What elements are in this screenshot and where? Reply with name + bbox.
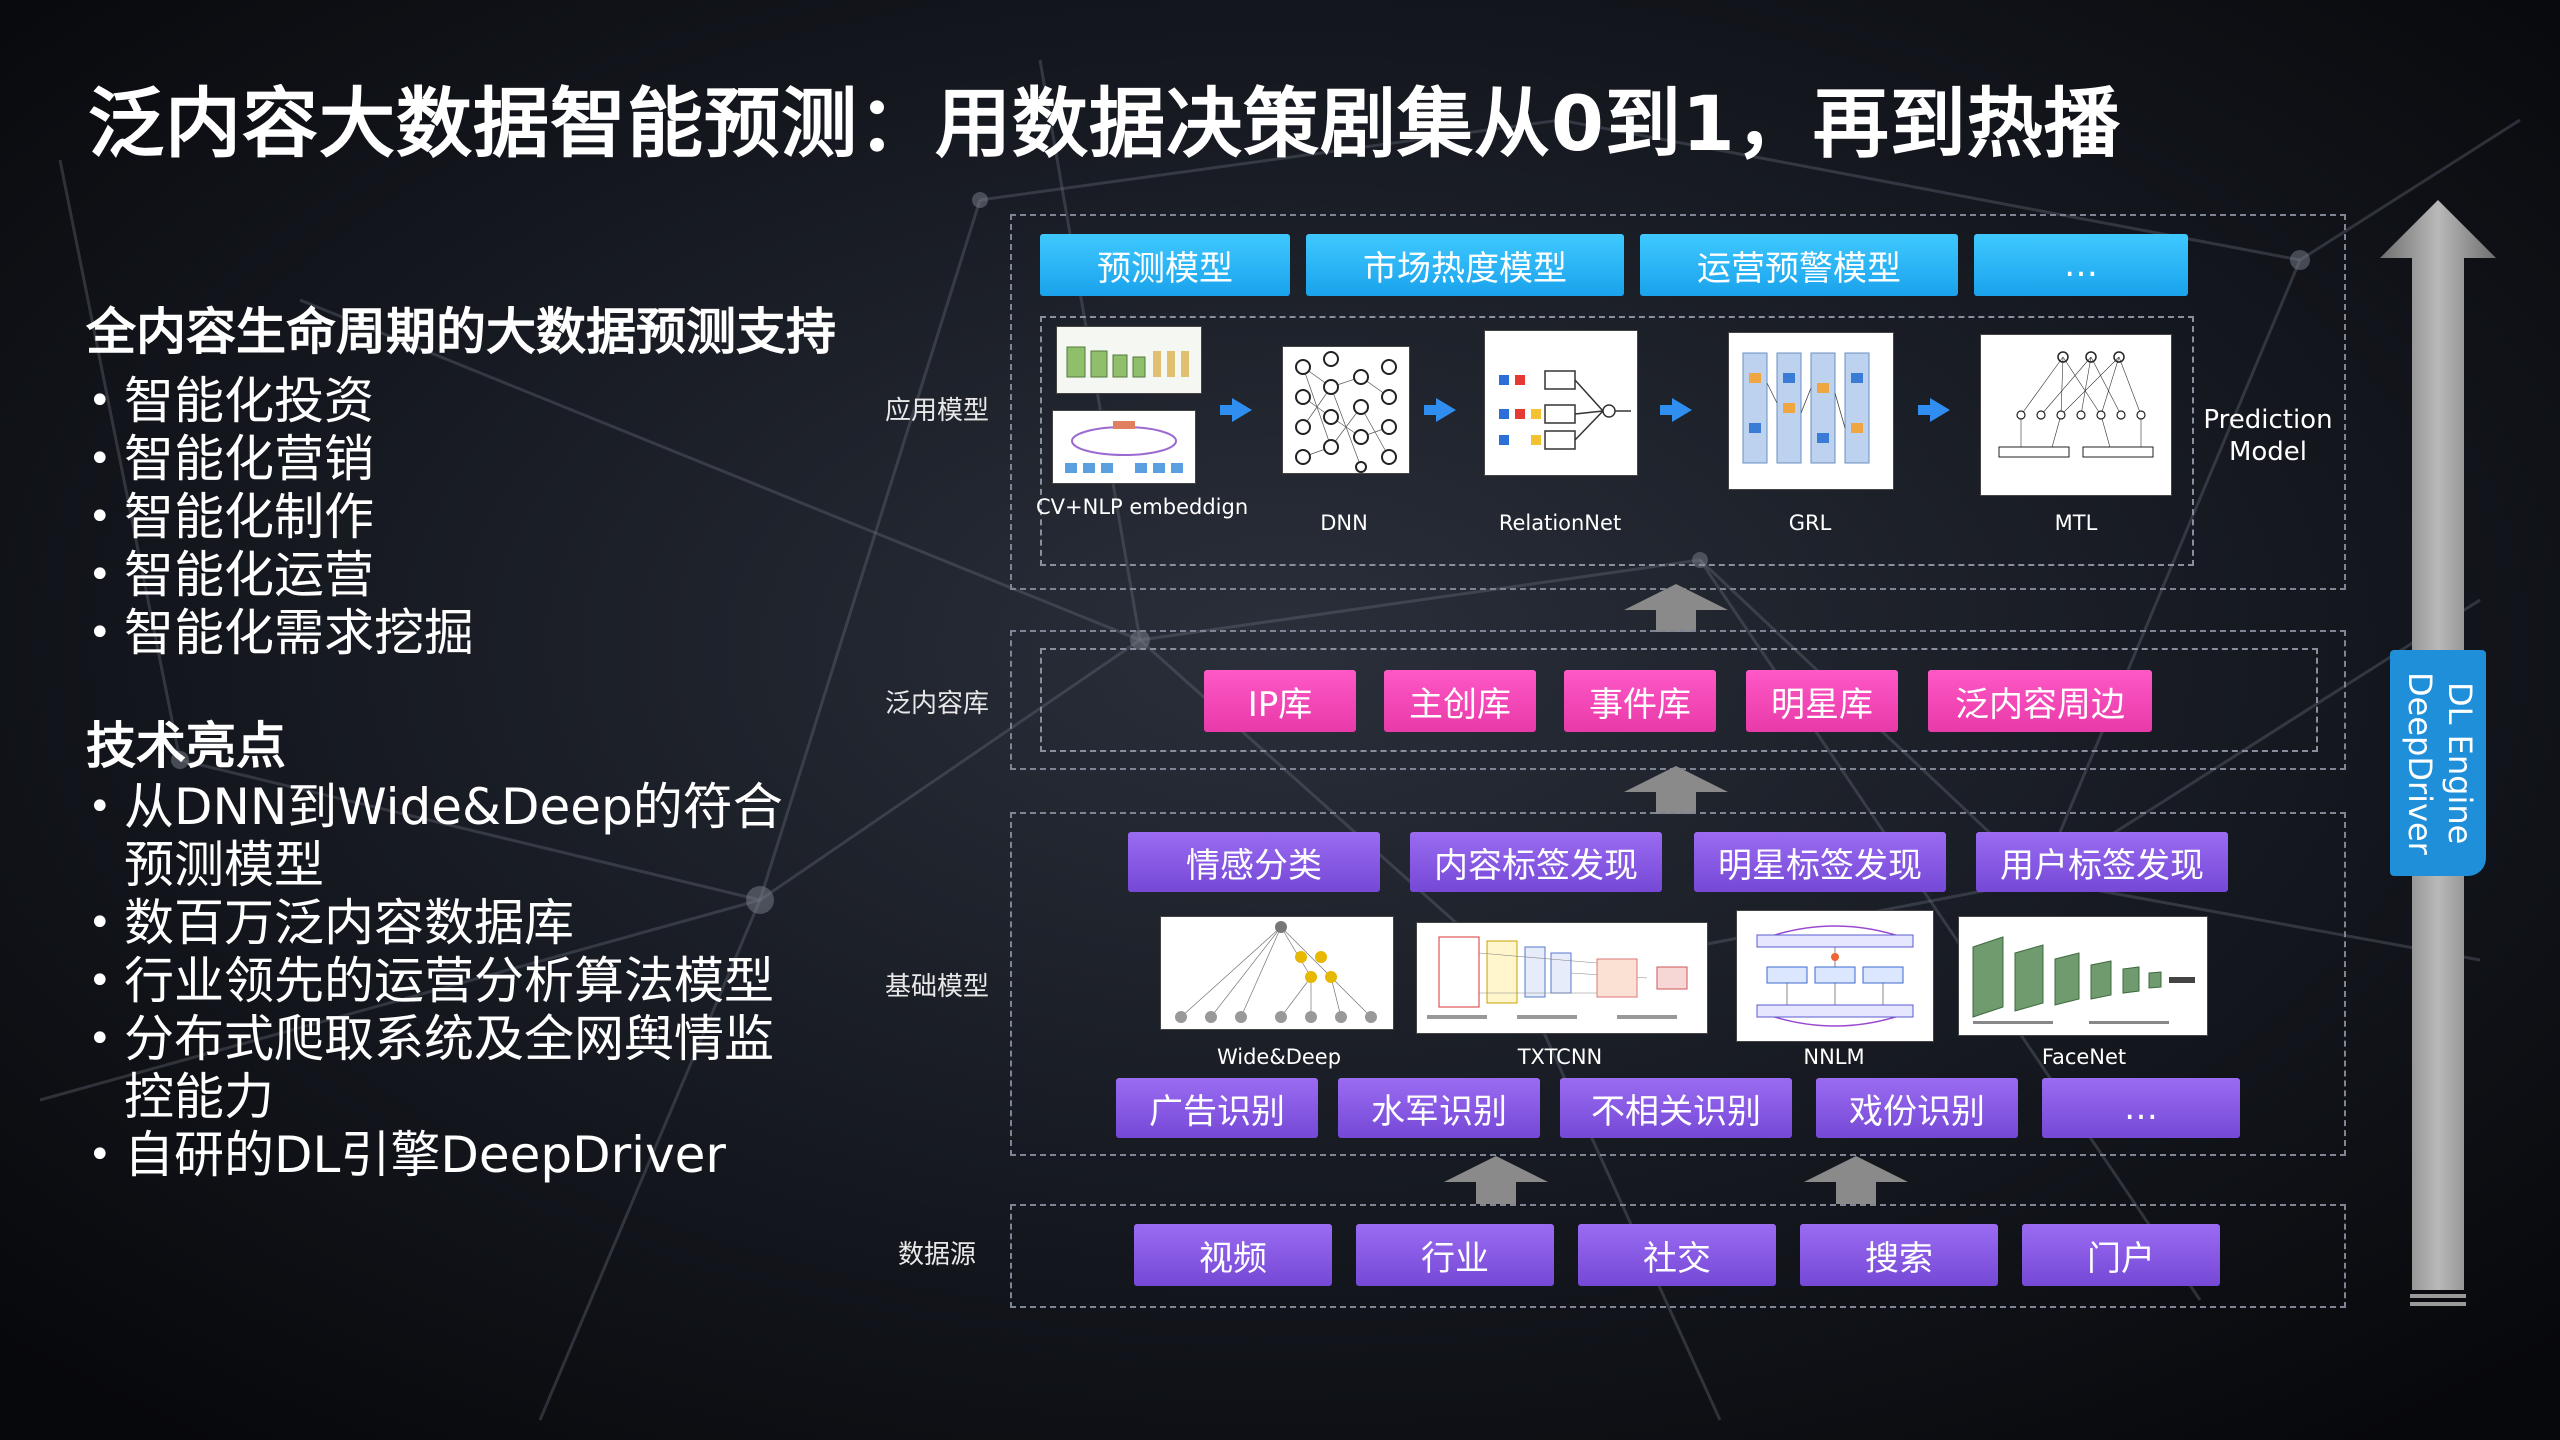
list-item: 从DNN到Wide&Deep的符合预测模型 [86,778,786,894]
list-item: 智能化投资 [86,372,474,430]
content-inner-box [1040,648,2318,752]
tag-user-tag-discovery: 用户标签发现 [1976,832,2228,892]
prediction-model-label: Prediction Model [2203,405,2333,467]
model-caption-cvnlp: CV+NLP embeddign [1036,495,1249,519]
tag-irrelevant-recognition: 不相关识别 [1560,1078,1792,1138]
dl-engine-label: DL Engine DeepDriver [2401,671,2479,855]
txtcnn-diagram-thumbnail [1416,922,1708,1034]
layer-label-source: 数据源 [898,1240,977,1270]
section2-list: 从DNN到Wide&Deep的符合预测模型 数百万泛内容数据库 行业领先的运营分… [86,778,786,1184]
tag-more: … [2042,1078,2240,1138]
tag-more: … [1974,234,2188,296]
tag-source-portal: 门户 [2022,1224,2220,1286]
up-arrow-icon [1624,584,1728,632]
nlp-diagram-thumbnail [1052,410,1196,484]
tag-sentiment-classification: 情感分类 [1128,832,1380,892]
app-models-box [1040,316,2194,566]
list-item: 数百万泛内容数据库 [86,894,786,952]
arrow-right-icon [1918,398,1950,422]
tag-content-peripheral: 泛内容周边 [1928,670,2152,732]
tag-content-tag-discovery: 内容标签发现 [1410,832,1662,892]
list-item: 智能化需求挖掘 [86,604,474,662]
arrow-right-icon [1220,398,1252,422]
list-item: 自研的DL引擎DeepDriver [86,1126,786,1184]
tag-star-library: 明星库 [1746,670,1898,732]
model-caption-nnlm: NNLM [1803,1045,1865,1069]
up-arrow-icon [1804,1156,1908,1204]
page-title: 泛内容大数据智能预测：用数据决策剧集从0到1，再到热播 [88,79,2121,168]
list-item: 智能化制作 [86,488,474,546]
list-item: 智能化运营 [86,546,474,604]
relationnet-diagram-thumbnail [1484,330,1638,476]
layer-label-base: 基础模型 [885,972,990,1002]
model-caption-relationnet: RelationNet [1498,511,1622,535]
dnn-diagram-thumbnail [1282,346,1410,474]
layer-label-content: 泛内容库 [885,689,990,719]
list-item: 智能化营销 [86,430,474,488]
tag-spam-recognition: 水军识别 [1338,1078,1540,1138]
tag-ad-recognition: 广告识别 [1116,1078,1318,1138]
tag-prediction-model: 预测模型 [1040,234,1290,296]
tag-market-heat-model: 市场热度模型 [1306,234,1624,296]
tag-star-tag-discovery: 明星标签发现 [1694,832,1946,892]
arrow-right-icon [1424,398,1456,422]
model-caption-mtl: MTL [2054,511,2098,535]
model-caption-facenet: FaceNet [2041,1045,2127,1069]
tag-event-library: 事件库 [1564,670,1716,732]
facenet-diagram-thumbnail [1958,916,2208,1036]
tag-source-search: 搜索 [1800,1224,1998,1286]
nnlm-diagram-thumbnail [1736,910,1934,1042]
base-layer-frame [1010,812,2346,1156]
tag-ip-library: IP库 [1204,670,1356,732]
tag-source-video: 视频 [1134,1224,1332,1286]
widedeep-diagram-thumbnail [1160,916,1394,1030]
model-caption-grl: GRL [1788,511,1832,535]
tag-source-social: 社交 [1578,1224,1776,1286]
tag-screen-time-recognition: 戏份识别 [1816,1078,2018,1138]
section1-heading: 全内容生命周期的大数据预测支持 [86,303,836,361]
tag-ops-alert-model: 运营预警模型 [1640,234,1958,296]
list-item: 分布式爬取系统及全网舆情监控能力 [86,1010,786,1126]
tag-creator-library: 主创库 [1384,670,1536,732]
model-caption-widedeep: Wide&Deep [1216,1045,1342,1069]
layer-label-app: 应用模型 [885,396,990,426]
cvnlp-diagram-thumbnail [1056,326,1202,394]
mtl-diagram-thumbnail [1980,334,2172,496]
grl-diagram-thumbnail [1728,332,1894,490]
list-item: 行业领先的运营分析算法模型 [86,952,786,1010]
source-layer-frame [1010,1204,2346,1308]
section1-list: 智能化投资 智能化营销 智能化制作 智能化运营 智能化需求挖掘 [86,372,474,662]
up-arrow-icon [1444,1156,1548,1204]
model-caption-txtcnn: TXTCNN [1517,1045,1603,1069]
section2-heading: 技术亮点 [86,717,286,775]
model-caption-dnn: DNN [1320,511,1368,535]
tag-source-industry: 行业 [1356,1224,1554,1286]
dl-engine-badge: DL Engine DeepDriver [2390,650,2486,876]
up-arrow-icon [1624,766,1728,814]
arrow-right-icon [1660,398,1692,422]
